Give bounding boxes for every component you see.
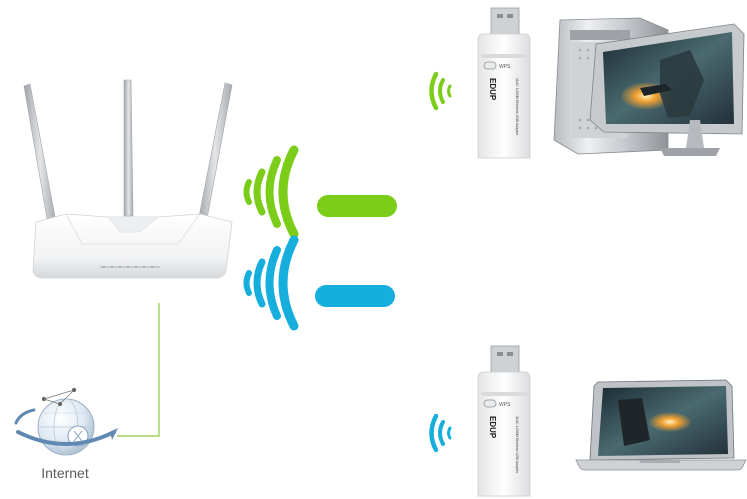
router-body (32, 213, 233, 279)
band-bar-green (317, 195, 397, 217)
router-antenna-middle (123, 79, 134, 217)
wifi-signal-green-icon (243, 145, 299, 239)
model-label-top: 11AC 1200M Wireless USB Adapter (515, 78, 519, 136)
internet-globe-icon (14, 388, 118, 456)
router-antenna-right (197, 82, 233, 225)
internet-label: Internet (41, 465, 89, 481)
wifi-signal-green-small-icon (429, 71, 452, 111)
band-bar-blue (315, 285, 395, 307)
usb-adapter-top: WPS EDUP 11AC 1200M Wireless USB Adapter (477, 7, 531, 159)
cable-line (117, 303, 160, 437)
brand-label-top: EDUP (488, 78, 497, 101)
wifi-signal-blue-icon (243, 235, 299, 331)
router (23, 79, 233, 279)
router-leds (103, 266, 153, 268)
model-label-bottom: 11AC 1200M Wireless USB Adapter (515, 416, 519, 474)
laptop-icon (575, 379, 747, 471)
router-antenna-left (23, 83, 57, 225)
wifi-signal-blue-small-icon (429, 413, 452, 453)
usb-adapter-bottom: WPS EDUP 11AC 1200M Wireless USB Adapter (477, 345, 531, 497)
monitor (589, 23, 745, 156)
wps-button-bottom (483, 399, 497, 408)
wps-label-bottom: WPS (499, 402, 511, 408)
wps-button-top (483, 61, 497, 70)
desktop-computer-icon (553, 17, 745, 156)
brand-label-bottom: EDUP (488, 416, 497, 439)
wps-label-top: WPS (499, 64, 511, 70)
router-led-strip (100, 266, 160, 268)
